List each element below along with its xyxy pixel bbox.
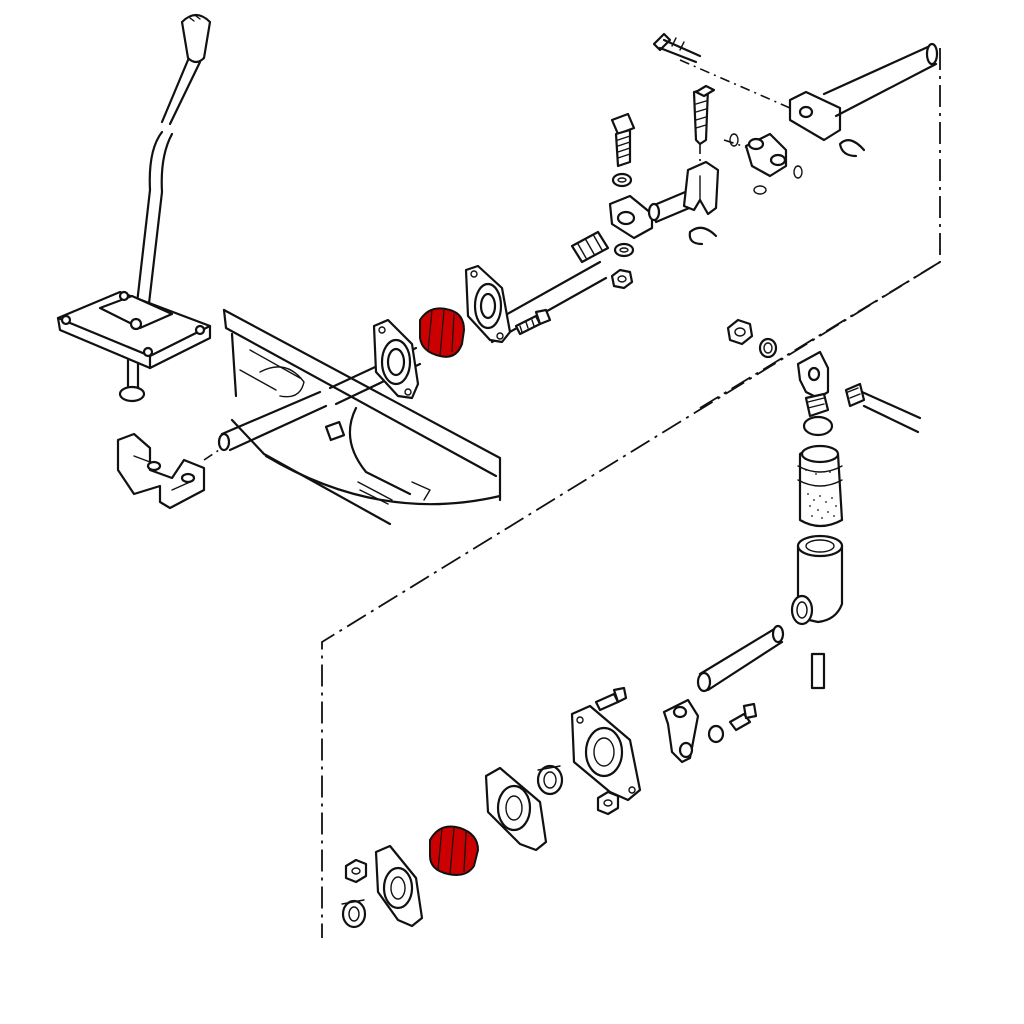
washer-and-nut-stack <box>610 242 635 290</box>
pivot-block <box>729 132 803 195</box>
upper-flange-front <box>372 318 420 400</box>
threaded-rod <box>844 382 922 434</box>
long-pin <box>696 624 826 693</box>
shift-bracket <box>116 432 223 510</box>
upper-right-shaft <box>788 42 939 158</box>
gear-shift-lever <box>56 13 212 403</box>
lower-hose-clamp-upper <box>536 764 564 796</box>
upper-bolt <box>610 112 636 188</box>
lower-gasket-plate <box>570 704 642 802</box>
elbow-housing <box>790 534 844 626</box>
rubber-boot <box>797 444 844 528</box>
lower-nut <box>344 858 368 884</box>
shift-coupling <box>608 188 696 240</box>
lower-flange-rear <box>484 766 548 852</box>
retaining-clip <box>688 226 718 246</box>
lower-flange-front <box>374 844 424 928</box>
shift-rod <box>217 230 610 452</box>
upper-flange-rear <box>464 264 512 344</box>
hex-nut-mid <box>726 318 778 359</box>
lower-rubber-bushing <box>429 825 480 876</box>
upper-rubber-bushing <box>419 307 466 358</box>
clevis-bracket <box>682 84 720 216</box>
clevis-fork <box>796 350 834 437</box>
hex-bolt-small <box>514 308 552 336</box>
pin-with-head <box>652 32 702 64</box>
lower-small-bolt <box>594 686 628 816</box>
floor-tunnel-section <box>222 308 502 526</box>
lower-lever-arm <box>662 698 758 764</box>
lower-hose-clamp <box>341 899 367 929</box>
